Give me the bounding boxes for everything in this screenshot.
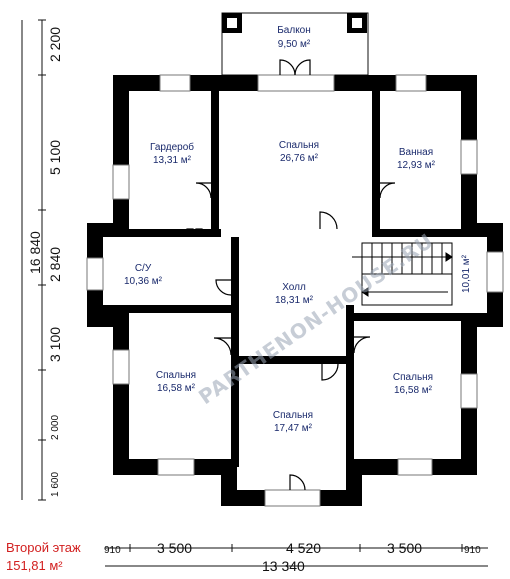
left-dimension-chain: [21, 19, 46, 501]
dim-bottom-5: 910: [464, 545, 481, 556]
dim-bottom-total: 13 340: [262, 558, 305, 574]
dim-left-5: 2 000: [50, 415, 61, 440]
dim-bottom-1: 910: [104, 545, 121, 556]
interior-walls: [103, 91, 461, 467]
dim-left-2: 5 100: [47, 140, 63, 175]
room-labels: Балкон 9,50 м² Гардероб 13,31 м² Спальня…: [124, 25, 472, 434]
label-bedroom-right-name: Спальня: [393, 372, 433, 383]
floor-area: 151,81 м²: [6, 558, 63, 573]
label-hall-area: 18,31 м²: [275, 295, 314, 306]
dim-left-total: 16 840: [27, 231, 43, 274]
dim-bottom-4: 3 500: [387, 540, 422, 556]
label-bathroom-area: 12,93 м²: [397, 160, 436, 171]
doors: [186, 59, 396, 491]
dim-bottom-2: 3 500: [157, 540, 192, 556]
label-bedroom-center-name: Спальня: [273, 410, 313, 421]
label-bedroom-left-name: Спальня: [156, 370, 196, 381]
label-wc-area: 10,36 м²: [124, 276, 163, 287]
left-dimension-labels: 2 200 5 100 2 840 3 100 2 000 1 600 16 8…: [27, 27, 63, 497]
label-bedroom-left-area: 16,58 м²: [157, 383, 196, 394]
dim-left-4: 3 100: [47, 327, 63, 362]
label-bedroom-top-name: Спальня: [279, 140, 319, 151]
dim-bottom-3: 4 520: [286, 540, 321, 556]
bottom-dimension-chain: [105, 544, 488, 567]
label-wardrobe-area: 13,31 м²: [153, 155, 192, 166]
windows: [86, 74, 504, 507]
label-hall-name: Холл: [282, 282, 306, 293]
dim-left-3: 2 840: [47, 247, 63, 282]
label-wc-name: С/У: [135, 263, 152, 274]
label-wardrobe-name: Гардероб: [150, 141, 194, 153]
label-balcony-area: 9,50 м²: [278, 39, 311, 50]
label-bedroom-center-area: 17,47 м²: [274, 423, 313, 434]
dim-left-6: 1 600: [50, 472, 61, 497]
label-bedroom-right-area: 16,58 м²: [394, 385, 433, 396]
bottom-dimension-labels: 910 3 500 4 520 3 500 910 13 340: [104, 540, 481, 574]
label-bathroom-name: Ванная: [399, 147, 433, 158]
label-balcony-name: Балкон: [277, 25, 311, 36]
floor-name: Второй этаж: [6, 540, 81, 555]
label-stairs-area: 10,01 м²: [461, 254, 472, 293]
staircase: [352, 242, 453, 306]
label-bedroom-top-area: 26,76 м²: [280, 153, 319, 164]
dim-left-1: 2 200: [47, 27, 63, 62]
